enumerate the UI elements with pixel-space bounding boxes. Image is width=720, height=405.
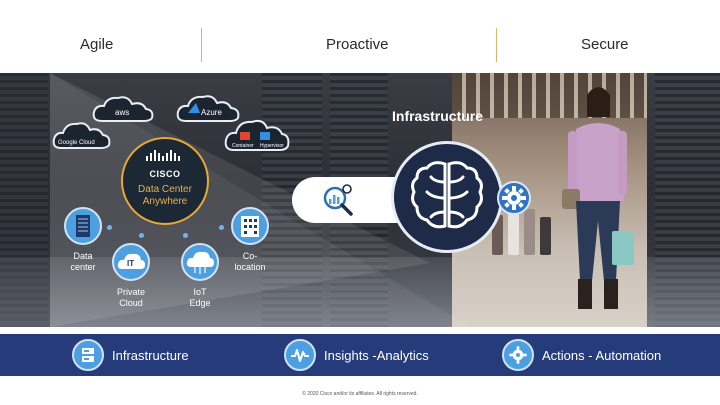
bar-label-actions-automation: Actions - Automation xyxy=(542,347,662,363)
brain-infrastructure xyxy=(391,141,503,253)
cloud-icon xyxy=(92,96,154,122)
shopper-figure xyxy=(562,87,634,309)
iot-cloud-icon xyxy=(186,251,214,274)
cloud-azure-label: Azure xyxy=(201,108,222,117)
iot-edge-node xyxy=(181,243,219,281)
infrastructure-icon xyxy=(72,339,104,371)
bar-label-infrastructure: Infrastructure xyxy=(112,347,189,363)
pillars-header: Agile Proactive Secure xyxy=(0,0,720,73)
cloud-container-label: Container xyxy=(232,143,254,149)
bar-item-infrastructure: Infrastructure xyxy=(72,334,189,376)
gear-node xyxy=(497,181,531,215)
cloud-icon xyxy=(176,95,240,122)
gear-icon xyxy=(502,339,534,371)
data-center-node xyxy=(64,207,102,245)
bar-label-insights-analytics: Insights -Analytics xyxy=(324,347,429,363)
svg-text:IT: IT xyxy=(127,259,134,268)
pillar-divider xyxy=(201,28,202,62)
connector-dot xyxy=(183,233,188,238)
pulse-icon xyxy=(284,339,316,371)
bar-item-actions-automation: Actions - Automation xyxy=(502,334,661,376)
infrastructure-title: Infrastructure xyxy=(392,108,484,124)
copyright-footer: © 2020 Cisco and/or its affiliates. All … xyxy=(302,391,418,397)
building-icon xyxy=(241,216,259,237)
cloud-aws-label: aws xyxy=(115,108,130,117)
cisco-data-center-anywhere: CISCO Data Center Anywhere xyxy=(121,137,209,225)
connector-dot xyxy=(139,233,144,238)
capabilities-bar: Infrastructure Insights -Analytics Actio… xyxy=(0,334,720,376)
pillar-agile: Agile xyxy=(80,36,114,53)
cloud-google-label: Google Cloud xyxy=(58,140,95,146)
server-icon xyxy=(76,215,90,237)
cisco-brand: CISCO xyxy=(149,169,181,179)
left-panel xyxy=(0,73,50,327)
co-location-node xyxy=(231,207,269,245)
cisco-tagline-line2: Anywhere xyxy=(142,196,188,207)
connector-dot xyxy=(219,225,224,230)
gear-icon xyxy=(502,186,526,210)
pillar-divider xyxy=(496,28,497,62)
cloud-hypervisor-label: Hypervisor xyxy=(260,143,284,149)
brain-icon xyxy=(411,161,483,229)
iot-edge-label-line2: Edge xyxy=(189,298,211,308)
cisco-tagline-line1: Data Center xyxy=(138,184,192,195)
iot-edge-label-line1: IoT xyxy=(193,287,207,297)
it-cloud-icon: IT xyxy=(117,253,145,269)
bar-item-insights-analytics: Insights -Analytics xyxy=(284,334,429,376)
pillar-proactive: Proactive xyxy=(326,36,389,53)
co-location-label-line2: location xyxy=(234,262,266,272)
private-cloud-label-line2: Cloud xyxy=(119,298,143,308)
magnifier-analytics-icon xyxy=(323,184,353,216)
hero-background xyxy=(0,73,720,327)
private-cloud-label-line1: Private xyxy=(116,287,145,297)
pillar-secure: Secure xyxy=(581,36,629,53)
data-center-label-line2: center xyxy=(70,262,96,272)
cloud-icon xyxy=(52,122,111,149)
data-center-label-line1: Data xyxy=(73,251,93,261)
cloud-icon xyxy=(224,119,290,151)
co-location-label-line1: Co- xyxy=(242,251,258,261)
private-cloud-node: IT xyxy=(112,243,150,281)
cisco-logo-icon xyxy=(146,150,180,161)
connector-dot xyxy=(107,225,112,230)
